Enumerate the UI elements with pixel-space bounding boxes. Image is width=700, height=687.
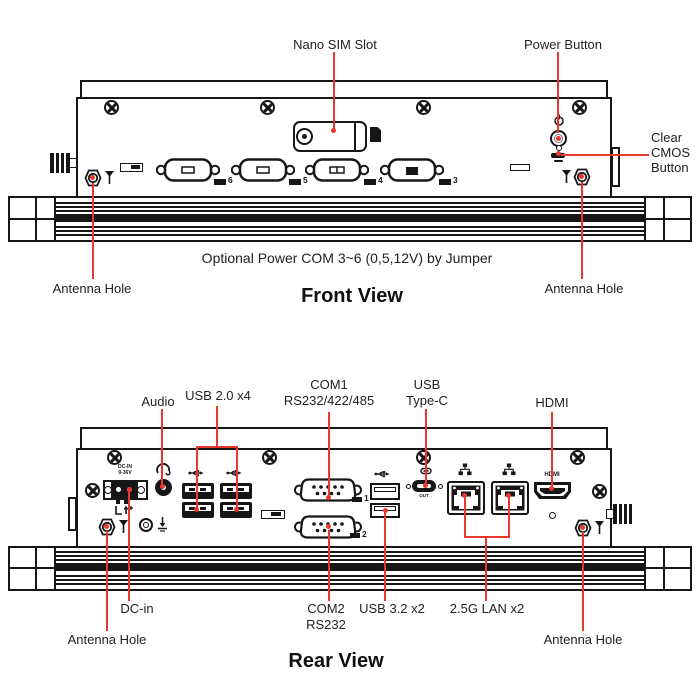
screw-icon xyxy=(570,450,585,465)
com4-port xyxy=(305,158,369,182)
screw-icon xyxy=(592,484,607,499)
com5-tag: 5 xyxy=(303,175,308,185)
leader-hdmi-line xyxy=(551,412,553,489)
screw-icon xyxy=(104,100,119,115)
usb3-icon xyxy=(374,471,390,478)
screw-icon xyxy=(416,450,431,465)
leader-antenna-rear-left-line xyxy=(106,531,108,631)
rear-view-title: Rear View xyxy=(288,650,384,672)
screw-icon xyxy=(85,483,100,498)
front-caption: Optional Power COM 3~6 (0,5,12V) by Jump… xyxy=(201,250,493,266)
power-icon xyxy=(554,114,564,126)
com1-tag: 1 xyxy=(364,493,369,503)
com3-port xyxy=(380,158,444,182)
rear-side-tab xyxy=(68,497,77,531)
label-hdmi: HDMI xyxy=(535,395,569,410)
leader-nano-sim-line xyxy=(333,52,335,129)
com3-tag: 3 xyxy=(453,175,458,185)
leader-com1-line xyxy=(328,412,330,499)
label-audio: Audio xyxy=(141,394,175,409)
antenna-icon xyxy=(562,170,571,183)
usb-icon xyxy=(226,470,242,477)
com6-port xyxy=(156,158,220,182)
screw-icon xyxy=(262,450,277,465)
screw-icon xyxy=(107,450,122,465)
label-antenna-hole-rear-right: Antenna Hole xyxy=(543,632,623,647)
label-antenna-hole-front-right: Antenna Hole xyxy=(544,281,624,296)
leader-dc-in-line xyxy=(128,491,130,601)
leader-antenna-left-line xyxy=(92,183,94,279)
label-clear-cmos-button: Clear CMOS Button xyxy=(651,130,690,175)
label-power-button: Power Button xyxy=(523,37,603,52)
antenna-icon xyxy=(595,521,604,534)
network-icon xyxy=(458,463,472,476)
leader-lan1-line xyxy=(464,496,466,538)
com2-tag: 2 xyxy=(362,529,367,539)
front-vent-right xyxy=(510,164,530,171)
leader-lan2-line xyxy=(508,496,510,538)
network-icon xyxy=(502,463,516,476)
leader-antenna-rear-right-line xyxy=(582,532,584,631)
rear-top-lip xyxy=(80,427,608,450)
leader-audio-line xyxy=(161,409,163,486)
label-nano-sim-slot: Nano SIM Slot xyxy=(293,37,377,52)
usb2-port xyxy=(182,483,214,499)
front-view-title: Front View xyxy=(301,285,403,307)
label-lan: 2.5G LAN x2 xyxy=(449,601,525,616)
sim-card-icon xyxy=(370,127,381,142)
leader-usb2-stem xyxy=(216,406,218,448)
headphone-icon xyxy=(156,463,171,476)
com6-tag: 6 xyxy=(228,175,233,185)
screw-icon xyxy=(416,100,431,115)
leader-usbc-line xyxy=(425,409,427,486)
antenna-icon xyxy=(119,520,128,533)
screw-icon xyxy=(260,100,275,115)
leader-antenna-right-line xyxy=(581,182,583,279)
antenna-icon xyxy=(105,171,114,184)
lan-port xyxy=(447,481,485,515)
panel-hole xyxy=(549,512,556,519)
leader-clear-cmos-line xyxy=(561,153,649,156)
com4-tag: 4 xyxy=(378,175,383,185)
label-dc-in: DC-in xyxy=(120,601,154,616)
leader-power-button-line xyxy=(557,52,559,133)
leader-usb32-line xyxy=(384,512,386,601)
front-side-tab xyxy=(611,147,620,187)
com5-port xyxy=(231,158,295,182)
label-antenna-hole-front-left: Antenna Hole xyxy=(52,281,132,296)
usb-c-out-legend: OUT xyxy=(419,493,429,498)
label-usb32: USB 3.2 x2 xyxy=(359,601,425,616)
polarity-icon xyxy=(115,505,133,515)
label-usb20: USB 2.0 x4 xyxy=(185,388,251,403)
label-antenna-hole-rear-left: Antenna Hole xyxy=(67,632,147,647)
leader-com2-line xyxy=(328,530,330,601)
lan-port xyxy=(491,481,529,515)
leader-lan-stem xyxy=(485,537,487,601)
screw-icon xyxy=(572,100,587,115)
ground-icon xyxy=(158,517,167,532)
